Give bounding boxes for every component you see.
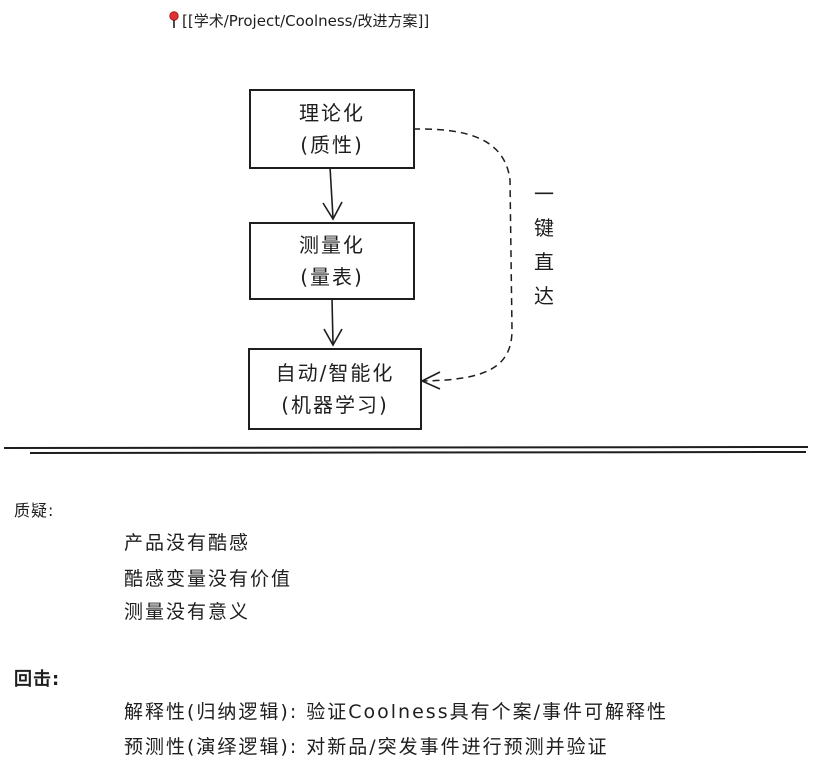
flow-box-subtitle: (机器学习) [281, 393, 389, 417]
doubt-item: 酷感变量没有价值 [124, 568, 293, 590]
rebuttal-item: 解释性(归纳逻辑): 验证Coolness具有个案/事件可解释性 [124, 701, 668, 723]
flow-box-title: 测量化 [299, 233, 365, 257]
flow-box-subtitle: (质性) [300, 133, 364, 157]
rebuttal-label: 回击: [14, 669, 61, 690]
flow-box-theorization: 理论化 (质性) [249, 89, 415, 169]
arrow-theory-to-measurement [322, 166, 343, 221]
rebuttal-item: 预测性(演绎逻辑): 对新品/突发事件进行预测并验证 [124, 736, 609, 758]
flow-box-automation: 自动/智能化 (机器学习) [248, 348, 422, 430]
shortcut-label-char: 键 [534, 216, 554, 240]
note-link-text: [[学术/Project/Coolness/改进方案]] [182, 12, 430, 30]
flow-box-measurement: 测量化 (量表) [249, 222, 415, 300]
doubt-item: 测量没有意义 [124, 601, 251, 623]
dashed-shortcut-arrow [412, 128, 513, 390]
flow-box-subtitle: (量表) [300, 265, 364, 289]
flow-box-title: 理论化 [299, 101, 365, 125]
map-pin-icon [169, 11, 179, 28]
section-divider [3, 446, 809, 454]
flow-box-title: 自动/智能化 [275, 361, 395, 385]
note-link[interactable]: [[学术/Project/Coolness/改进方案]] [168, 10, 429, 31]
shortcut-label-char: 一 [534, 182, 554, 206]
doubt-item: 产品没有酷感 [124, 532, 251, 554]
shortcut-label: 一 键 直 达 [530, 177, 558, 313]
arrow-measurement-to-automation [323, 297, 343, 347]
doubts-label: 质疑: [14, 501, 55, 520]
shortcut-label-char: 达 [534, 284, 554, 308]
shortcut-label-char: 直 [534, 250, 554, 274]
